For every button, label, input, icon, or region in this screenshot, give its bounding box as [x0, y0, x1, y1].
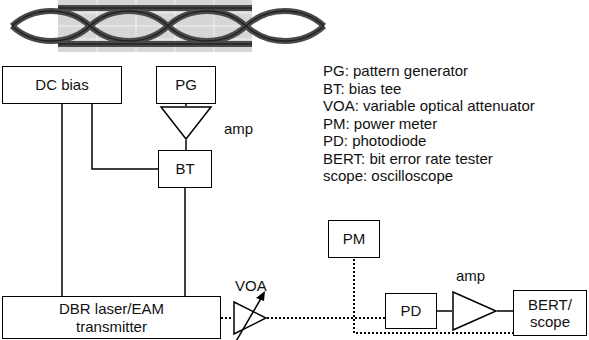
- abbreviation-note: VOA: variable optical attenuator: [323, 97, 535, 114]
- instrument-box: DC bias: [2, 66, 122, 104]
- instrument-box: PG: [156, 66, 216, 104]
- node-label: amp: [456, 267, 485, 284]
- node-label: BT: [175, 160, 194, 177]
- node-label: PD: [401, 302, 422, 319]
- node-label: DC bias: [35, 76, 88, 93]
- abbreviation-note: scope: oscilloscope: [323, 167, 453, 184]
- node-label: VOA: [235, 277, 267, 294]
- node-label: BERT/ scope: [519, 296, 581, 331]
- eye-diagram: [58, 0, 252, 52]
- attenuator-symbol: VOA: [233, 301, 267, 335]
- node-label: PM: [343, 230, 366, 247]
- abbreviation-note: PD: photodiode: [323, 132, 426, 149]
- abbreviation-note: BERT: bit error rate tester: [323, 150, 493, 167]
- node-label: DBR laser/EAM transmitter: [47, 300, 177, 335]
- amplifier-symbol: amp: [160, 106, 212, 140]
- triangle-outline: [452, 291, 497, 331]
- electrical-wire: [497, 311, 513, 312]
- photodiode-box: PD: [385, 293, 437, 329]
- amplifier-symbol: amp: [452, 291, 497, 331]
- electrical-wire: [186, 140, 187, 150]
- abbreviation-note: PG: pattern generator: [323, 62, 468, 79]
- triangle-outline: [160, 106, 212, 140]
- electrical-wire: [186, 104, 187, 106]
- triangle-outline: [233, 301, 267, 335]
- electrical-wire: [92, 104, 158, 169]
- electrical-wire: [185, 188, 186, 296]
- abbreviation-note: PM: power meter: [323, 115, 437, 132]
- electrical-wire: [437, 311, 452, 312]
- transmitter-box: DBR laser/EAM transmitter: [2, 296, 221, 339]
- node-label: amp: [224, 120, 253, 137]
- electrical-wire: [62, 104, 63, 296]
- abbreviation-note: BT: bias tee: [323, 80, 401, 97]
- instrument-box: BERT/ scope: [513, 290, 587, 336]
- optical-fiber: [267, 258, 354, 318]
- optical-fiber: [221, 318, 233, 319]
- node-label: PG: [175, 76, 197, 93]
- bias-tee-box: BT: [158, 150, 212, 188]
- instrument-box: PM: [328, 220, 380, 258]
